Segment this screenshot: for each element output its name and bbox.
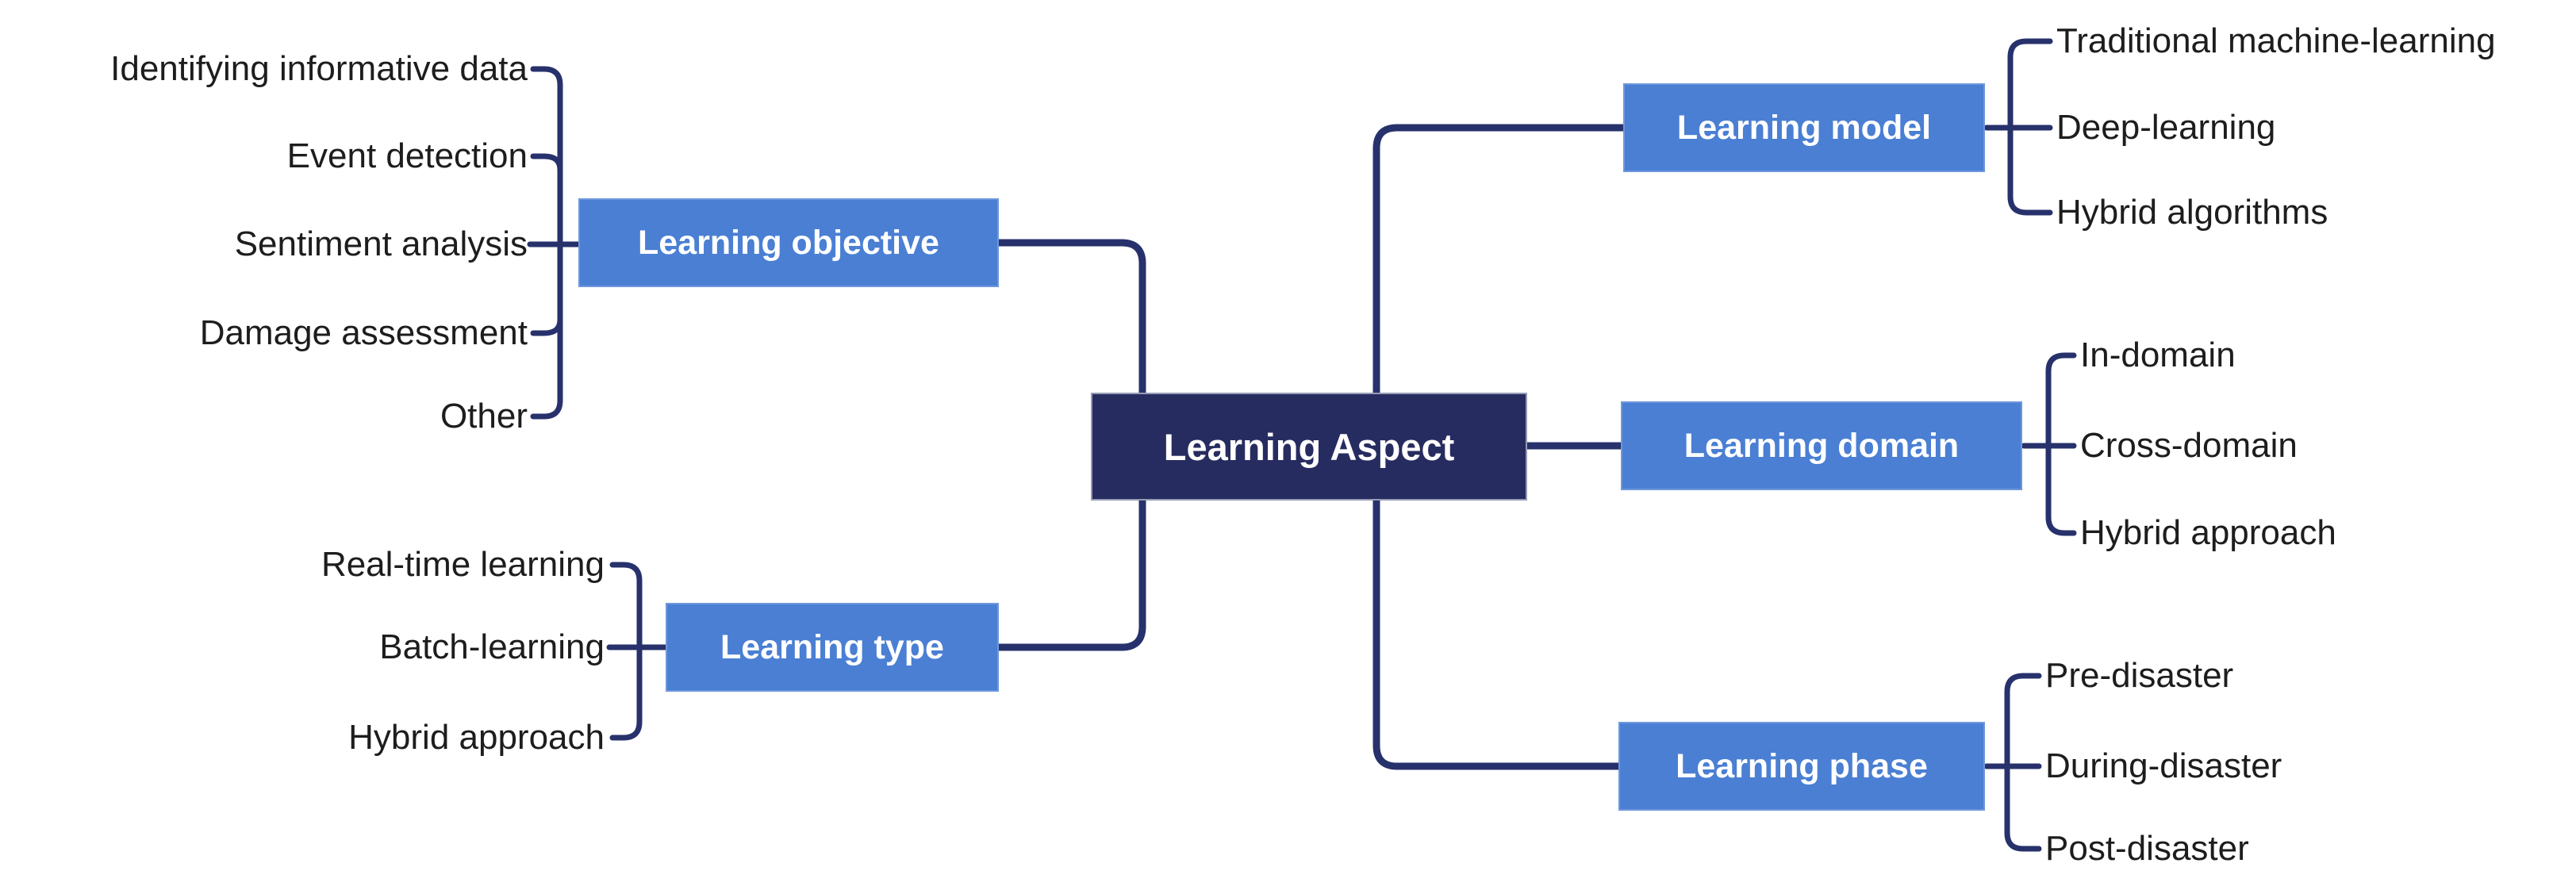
- bracket-phase: [2004, 673, 2042, 852]
- leaf-during-disaster: During-disaster: [2045, 746, 2282, 785]
- leaf-damage-assessment: Damage assessment: [199, 313, 528, 352]
- branch-node-learning-phase: Learning phase: [1618, 722, 1985, 811]
- leaf-in-domain: In-domain: [2080, 336, 2236, 374]
- leaf-other: Other: [440, 397, 528, 435]
- bracket-type: [609, 562, 643, 741]
- leaf-traditional-machine-learning: Traditional machine-learning: [2056, 21, 2496, 60]
- leaf-deep-learning: Deep-learning: [2056, 108, 2276, 147]
- hook-event-detection: [530, 153, 563, 173]
- branch-node-learning-type: Learning type: [666, 603, 999, 692]
- leaf-event-detection: Event detection: [286, 136, 528, 175]
- edge-objective-root: [995, 239, 1146, 398]
- edge-type-root: [995, 494, 1146, 651]
- leaf-hybrid-algorithms: Hybrid algorithms: [2056, 193, 2328, 232]
- leaf-hybrid-approach-domain: Hybrid approach: [2080, 513, 2336, 552]
- leaf-post-disaster: Post-disaster: [2045, 829, 2249, 868]
- branch-node-learning-objective: Learning objective: [578, 198, 999, 287]
- root-node-learning-aspect: Learning Aspect: [1091, 393, 1527, 501]
- branch-node-learning-model: Learning model: [1623, 83, 1985, 172]
- hook-damage-assessment: [530, 316, 563, 336]
- leaf-pre-disaster: Pre-disaster: [2045, 656, 2234, 695]
- leaf-batch-learning: Batch-learning: [379, 627, 605, 666]
- branch-node-learning-domain: Learning domain: [1621, 401, 2022, 490]
- leaf-identifying-informative-data: Identifying informative data: [110, 49, 528, 88]
- edge-phase-root: [1372, 494, 1622, 770]
- leaf-hybrid-approach-type: Hybrid approach: [348, 718, 605, 757]
- edge-model-root: [1372, 124, 1627, 398]
- leaf-sentiment-analysis: Sentiment analysis: [234, 224, 528, 263]
- leaf-real-time-learning: Real-time learning: [321, 545, 605, 584]
- leaf-cross-domain: Cross-domain: [2080, 426, 2298, 465]
